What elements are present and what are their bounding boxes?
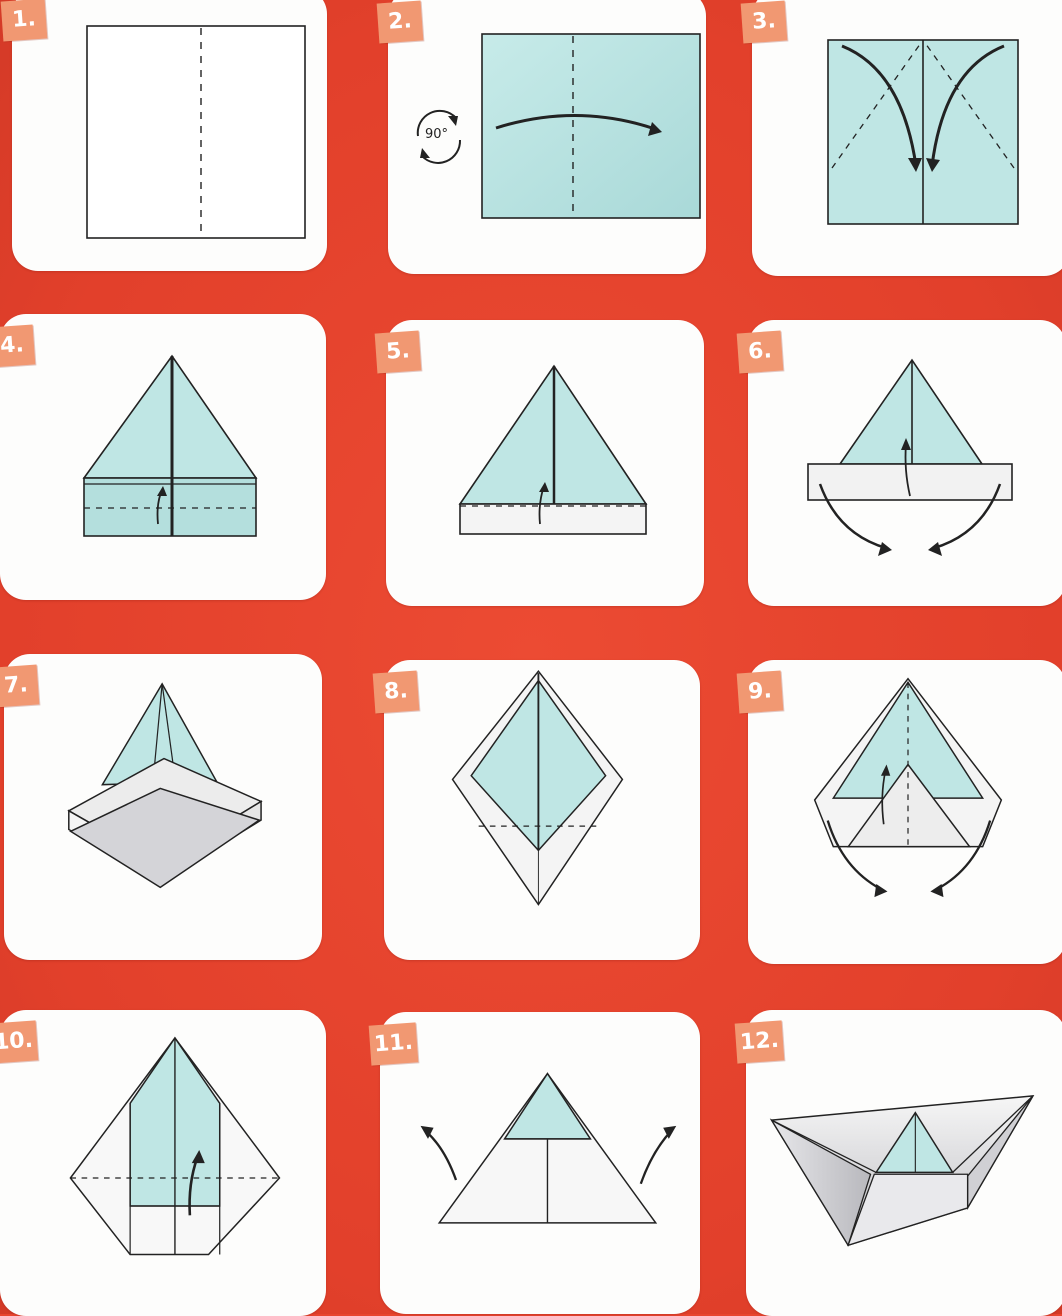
fold-flap-up-diagram — [748, 660, 1062, 940]
square-paper-diagram — [12, 0, 332, 268]
step-number-badge: 11. — [369, 1022, 419, 1065]
step-number-badge: 4. — [0, 325, 35, 368]
diamond-diagram — [384, 660, 704, 940]
step-number-badge: 10. — [0, 1020, 38, 1063]
step-number-badge: 3. — [741, 1, 788, 44]
step-card-5: 5. — [386, 320, 704, 606]
step-number-badge: 7. — [0, 665, 39, 708]
step-number-badge: 6. — [737, 331, 784, 374]
step-number-badge: 5. — [375, 331, 422, 374]
step-number-badge: 2. — [377, 1, 424, 44]
fold-bottom-up-diagram — [0, 314, 320, 594]
step-card-3: 3. — [752, 0, 1062, 276]
pull-apart-diagram — [380, 1012, 700, 1292]
fold-inner-flap-diagram — [0, 1010, 320, 1290]
open-pocket-diagram — [748, 320, 1062, 600]
step-card-4: 4. — [0, 314, 326, 600]
fold-back-strip-diagram — [386, 320, 706, 600]
step-number-badge: 12. — [735, 1020, 785, 1063]
step-card-12: 12. — [746, 1010, 1062, 1316]
rotate-square-diagram: 90° — [388, 0, 708, 270]
step-card-9: 9. — [748, 660, 1062, 964]
opened-pocket-diagram — [4, 654, 324, 934]
step-number-badge: 8. — [373, 671, 420, 714]
fold-corners-diagram — [752, 0, 1062, 270]
step-card-7: 7. — [4, 654, 322, 960]
step-card-8: 8. — [384, 660, 700, 960]
step-card-10: 10. — [0, 1010, 326, 1316]
step-number-badge: 9. — [737, 671, 784, 714]
step-number-badge: 1. — [1, 0, 48, 41]
rotation-label: 90° — [425, 127, 448, 142]
step-card-1: 1. — [12, 0, 327, 271]
finished-boat-diagram — [746, 1010, 1062, 1290]
step-card-2: 90° 2. — [388, 0, 706, 274]
step-card-11: 11. — [380, 1012, 700, 1314]
step-card-6: 6. — [748, 320, 1062, 606]
